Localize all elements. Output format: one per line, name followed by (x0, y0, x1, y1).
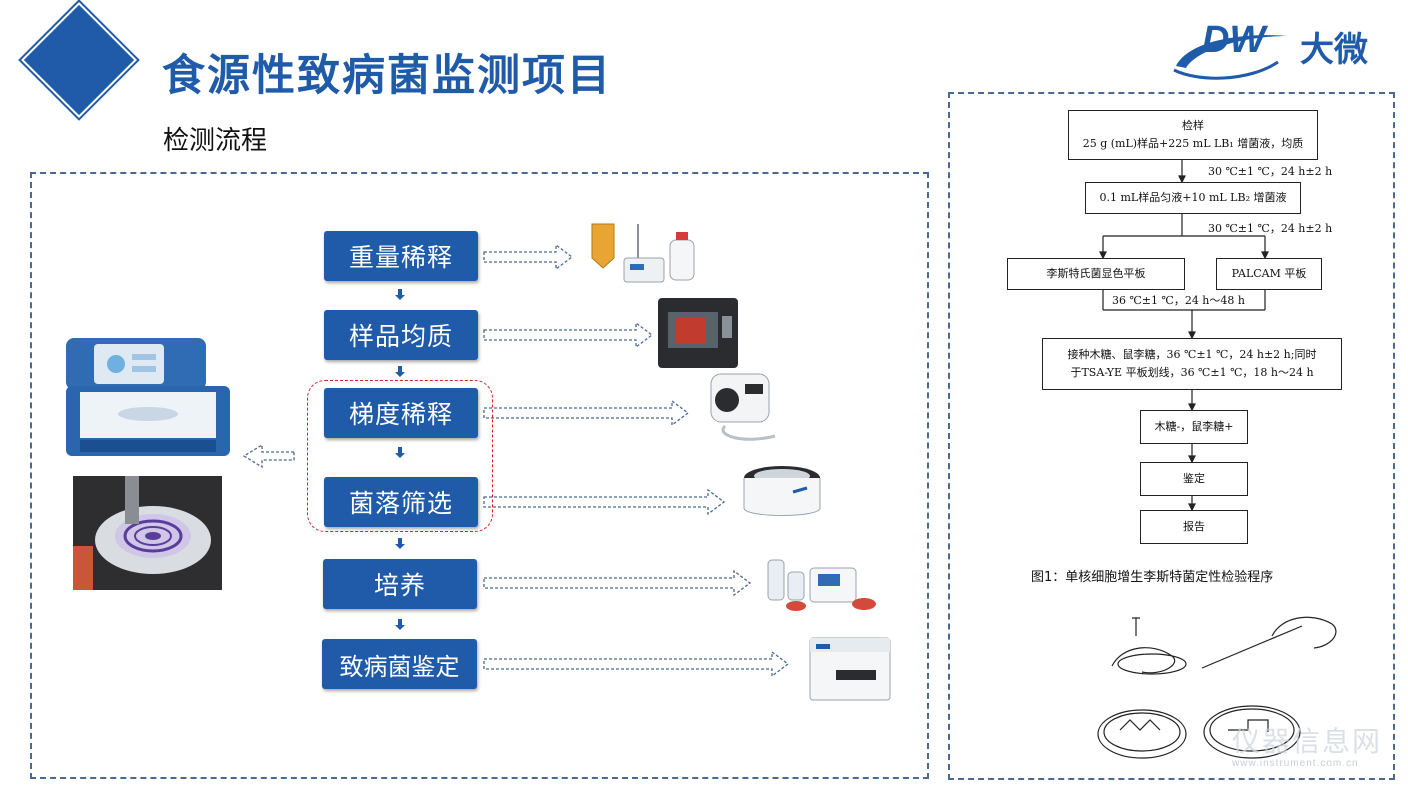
flow-box-sample: 检样 25 g (mL)样品+225 mL LB₁ 增菌液，均质 (1068, 110, 1318, 160)
spiral-plating-closeup-image (73, 476, 222, 590)
flow-box-sugar-result-text: 木糖-，鼠李糖+ (1154, 420, 1234, 434)
colony-screening-device-image (739, 460, 825, 530)
flow-condition-3: 36 ℃±1 ℃，24 h～48 h (1112, 294, 1245, 307)
gravimetric-diluter-image (586, 214, 698, 290)
down-arrow-5 (395, 619, 405, 630)
flow-box-inoculation: 接种木糖、鼠李糖，36 ℃±1 ℃，24 h±2 h;同时 于TSA-YE 平板… (1042, 338, 1342, 390)
streak-plate-illustration (1097, 616, 1337, 759)
flow-box-chromogenic-plate: 李斯特氏菌显色平板 (1007, 258, 1185, 290)
flow-box-report: 报告 (1140, 510, 1248, 544)
culture-system-image (764, 542, 882, 614)
step-gradient-dilution[interactable]: 梯度稀释 (324, 388, 478, 438)
arrow-step2-to-instrument (483, 321, 654, 349)
arrow-step4-to-instrument (483, 488, 726, 516)
flow-box-inoculation-line1: 接种木糖、鼠李糖，36 ℃±1 ℃，24 h±2 h;同时 (1067, 348, 1317, 362)
down-arrow-1 (395, 289, 405, 300)
arrow-step3-to-instrument (483, 399, 690, 427)
procedure-panel (948, 92, 1395, 780)
step-pathogen-identification[interactable]: 致病菌鉴定 (322, 639, 477, 689)
flow-box-report-text: 报告 (1183, 520, 1205, 534)
flow-box-sugar-result: 木糖-，鼠李糖+ (1140, 410, 1248, 444)
flow-box-palcam-plate: PALCAM 平板 (1216, 258, 1322, 290)
spiral-plater-instrument-image (58, 334, 230, 462)
down-arrow-3 (395, 447, 405, 458)
flow-box-chromogenic-plate-text: 李斯特氏菌显色平板 (1046, 267, 1146, 281)
flow-box-palcam-plate-text: PALCAM 平板 (1231, 267, 1307, 281)
highlight-dilution-screening (307, 380, 493, 532)
flow-box-inoculation-line2: 于TSA-YE 平板划线，36 ℃±1 ℃，18 h～24 h (1070, 366, 1314, 379)
peristaltic-pump-image (705, 370, 783, 448)
flow-box-sample-title: 检样 (1182, 119, 1204, 133)
arrow-step1-to-instrument (483, 243, 574, 271)
flow-box-enrichment-text: 0.1 mL样品匀液+10 mL LB₂ 增菌液 (1099, 191, 1287, 205)
flow-box-identification-text: 鉴定 (1183, 472, 1205, 486)
step-culture[interactable]: 培养 (323, 559, 477, 609)
watermark-text: 仪器信息网 (1232, 725, 1383, 758)
step-sample-homogenize[interactable]: 样品均质 (324, 310, 478, 360)
flow-condition-1: 30 ℃±1 ℃，24 h±2 h (1208, 165, 1333, 178)
flowchart-caption: 图1：单核细胞增生李斯特菌定性检验程序 (1031, 570, 1274, 585)
arrow-step6-to-instrument (483, 650, 790, 678)
logo-cn: 大微 (1300, 30, 1368, 70)
pathogen-identifier-image (806, 630, 894, 704)
arrow-to-spiral-plater (242, 443, 295, 469)
workflow-panel (30, 172, 929, 779)
down-arrow-4 (395, 538, 405, 549)
dw-logo-swoosh-icon (1173, 35, 1288, 80)
step-weight-dilution[interactable]: 重量稀释 (324, 231, 478, 281)
step-colony-screening[interactable]: 菌落筛选 (324, 477, 478, 527)
page-subtitle: 检测流程 (163, 126, 268, 156)
flow-condition-2: 30 ℃±1 ℃，24 h±2 h (1208, 222, 1333, 235)
watermark-url: www.instrument.com.cn (1232, 758, 1359, 769)
arrow-step5-to-instrument (483, 569, 752, 597)
homogenizer-image (654, 294, 742, 372)
flow-box-enrichment: 0.1 mL样品匀液+10 mL LB₂ 增菌液 (1085, 182, 1301, 214)
logo-latin: DW (1202, 19, 1266, 61)
down-arrow-2 (395, 366, 405, 377)
page-title: 食源性致病菌监测项目 (162, 51, 612, 101)
flow-box-identification: 鉴定 (1140, 462, 1248, 496)
flow-box-sample-detail: 25 g (mL)样品+225 mL LB₁ 增菌液，均质 (1082, 137, 1304, 150)
